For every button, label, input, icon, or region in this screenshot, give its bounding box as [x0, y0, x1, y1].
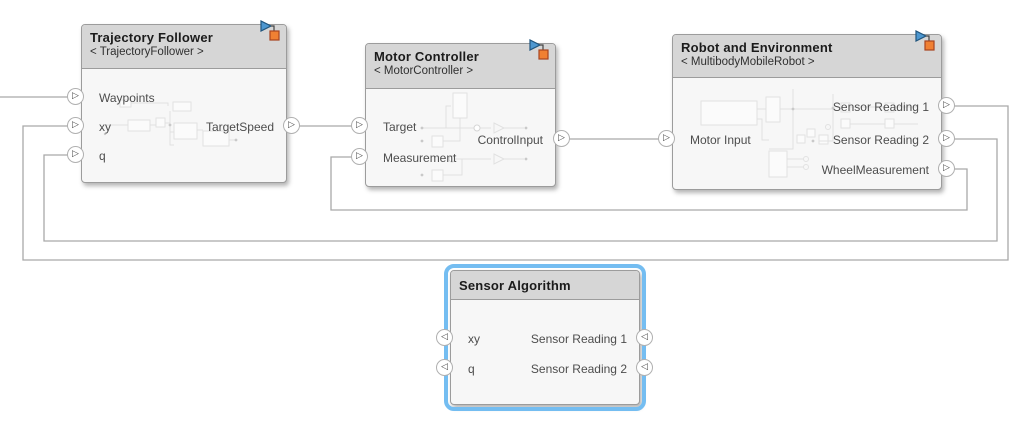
block-title: Motor Controller [374, 49, 480, 64]
block-title: Sensor Algorithm [459, 278, 571, 293]
wire-wheelmeasurement-to-measurement[interactable] [330, 156, 968, 211]
port-label-sensor-reading-1: Sensor Reading 1 [530, 332, 627, 346]
port-arrow-right-icon: ▷ [72, 120, 79, 130]
block-header: Trajectory Follower < TrajectoryFollower… [82, 25, 286, 69]
model-reference-badge-icon [527, 38, 552, 61]
port-label-sensor-reading-2: Sensor Reading 2 [530, 362, 627, 376]
port-arrow-right-icon: ▷ [943, 133, 950, 143]
port-label-xy: xy [468, 332, 480, 346]
wire-sensorreading2-to-q[interactable] [43, 138, 998, 242]
block-sensor-algorithm[interactable]: Sensor Algorithm xy q Sensor Reading 1 S… [444, 264, 646, 411]
port-arrow-right-icon: ▷ [72, 91, 79, 101]
input-port-q[interactable]: ▷ [67, 146, 84, 163]
port-label-sensor-reading-1: Sensor Reading 1 [832, 100, 929, 114]
port-label-sensor-reading-2: Sensor Reading 2 [832, 133, 929, 147]
output-port-sensor-reading-2[interactable]: ◁ [636, 359, 653, 376]
output-port-sensor-reading-2[interactable]: ▷ [938, 130, 955, 147]
wire-sensorreading1-to-xy[interactable] [22, 105, 1009, 261]
port-arrow-right-icon: ▷ [72, 149, 79, 159]
input-port-xy[interactable]: ◁ [436, 329, 453, 346]
port-arrow-right-icon: ▷ [288, 120, 295, 130]
input-port-q[interactable]: ◁ [436, 359, 453, 376]
port-arrow-right-icon: ▷ [663, 133, 670, 143]
port-label-waypoints: Waypoints [99, 91, 155, 105]
port-label-controlinput: ControlInput [477, 133, 543, 147]
port-arrow-left-icon: ◁ [441, 332, 448, 342]
model-reference-badge-icon [913, 29, 938, 52]
port-arrow-right-icon: ▷ [356, 120, 363, 130]
port-arrow-right-icon: ▷ [943, 100, 950, 110]
port-label-q: q [99, 149, 106, 163]
block-title: Robot and Environment [681, 40, 833, 55]
port-label-targetspeed: TargetSpeed [205, 120, 274, 134]
port-label-target: Target [383, 120, 417, 134]
port-label-wheelmeasurement: WheelMeasurement [821, 163, 929, 177]
input-port-waypoints[interactable]: ▷ [67, 88, 84, 105]
block-subtitle: < MotorController > [374, 65, 474, 77]
port-label-q: q [468, 362, 475, 376]
output-port-sensor-reading-1[interactable]: ▷ [938, 97, 955, 114]
input-port-motor-input[interactable]: ▷ [658, 130, 675, 147]
block-subtitle: < TrajectoryFollower > [90, 46, 204, 58]
block-motor-controller[interactable]: Motor Controller < MotorController > [365, 39, 556, 187]
block-title: Trajectory Follower [90, 30, 214, 45]
input-port-measurement[interactable]: ▷ [351, 148, 368, 165]
port-label-motor-input: Motor Input [690, 133, 751, 147]
block-trajectory-follower[interactable]: Trajectory Follower < TrajectoryFollower… [81, 20, 287, 183]
block-header: Robot and Environment < MultibodyMobileR… [673, 35, 941, 78]
block-header: Sensor Algorithm [451, 271, 639, 300]
port-arrow-left-icon: ◁ [641, 332, 648, 342]
port-arrow-right-icon: ▷ [356, 151, 363, 161]
output-port-sensor-reading-1[interactable]: ◁ [636, 329, 653, 346]
input-port-xy[interactable]: ▷ [67, 117, 84, 134]
port-label-measurement: Measurement [383, 151, 457, 165]
port-label-xy: xy [99, 120, 111, 134]
block-subtitle: < MultibodyMobileRobot > [681, 56, 815, 68]
output-port-targetspeed[interactable]: ▷ [283, 117, 300, 134]
port-arrow-left-icon: ◁ [641, 362, 648, 372]
port-arrow-left-icon: ◁ [441, 362, 448, 372]
model-reference-badge-icon [258, 19, 283, 42]
output-port-wheelmeasurement[interactable]: ▷ [938, 160, 955, 177]
block-header: Motor Controller < MotorController > [366, 44, 555, 89]
port-arrow-right-icon: ▷ [558, 133, 565, 143]
port-arrow-right-icon: ▷ [943, 163, 950, 173]
block-robot-and-environment[interactable]: Robot and Environment < MultibodyMobileR… [672, 30, 942, 190]
output-port-controlinput[interactable]: ▷ [553, 130, 570, 147]
input-port-target[interactable]: ▷ [351, 117, 368, 134]
